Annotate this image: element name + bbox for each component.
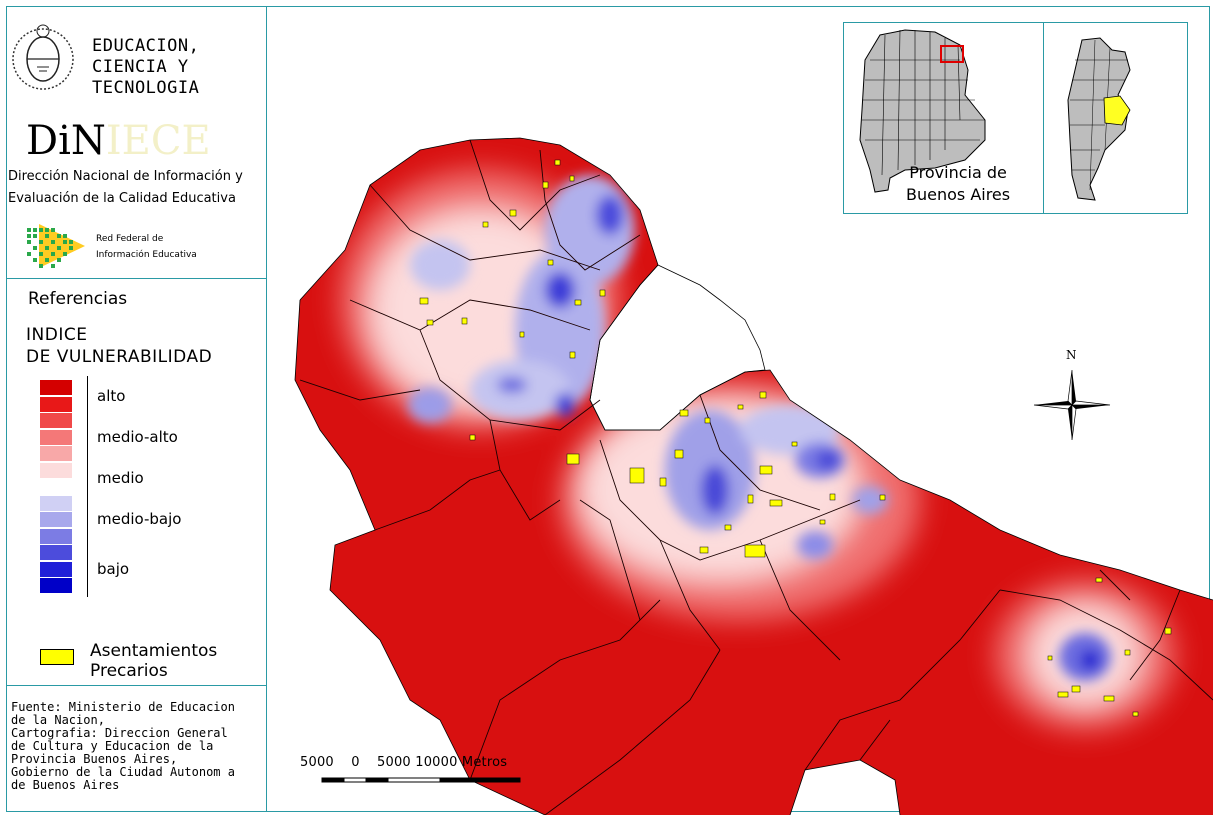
district-boundaries (299, 139, 1213, 815)
legend-swatch (40, 413, 72, 428)
agency-name: Dirección Nacional de Información y Eval… (8, 169, 243, 206)
scale-bar (321, 777, 521, 783)
source-line: de Cultura y Educacion de la (11, 739, 214, 753)
divider (6, 685, 267, 686)
legend-bracket (87, 541, 88, 597)
inset-divider (1043, 22, 1044, 214)
argentina-inset-map (1067, 37, 1131, 201)
source-line: de la Nacion, (11, 713, 105, 727)
legend-index-title: INDICE DE VULNERABILIDAD (26, 325, 213, 367)
compass-rose (1033, 369, 1111, 441)
legend-swatch (40, 561, 72, 577)
legend-bracket (87, 458, 88, 498)
legend-swatch (40, 528, 72, 544)
settlement-markers (419, 159, 1172, 717)
legend-label: bajo (97, 559, 130, 578)
legend-swatch (40, 578, 72, 593)
legend-swatch (40, 462, 72, 478)
legend-swatch (40, 479, 72, 494)
scale-label: 5000 0 5000 10000 Metros (300, 755, 508, 770)
source-line: de Buenos Aires (11, 778, 120, 792)
province-label: Provincia de Buenos Aires (906, 163, 1011, 204)
legend-bracket (87, 409, 88, 465)
legend-label: alto (97, 386, 126, 405)
legend-label: medio-bajo (97, 510, 182, 529)
legend-swatch (40, 396, 72, 412)
legend-swatch (40, 512, 72, 527)
north-label: N (1066, 348, 1077, 362)
source-line: Fuente: Ministerio de Educacion (11, 700, 235, 714)
sidebar-panel (6, 6, 267, 812)
legend-title: Referencias (28, 289, 128, 309)
divider (6, 278, 267, 279)
legend-swatch (40, 545, 72, 560)
settlement-legend-label: Asentamientos Precarios (90, 641, 218, 681)
legend-swatch (40, 446, 72, 461)
legend-label: medio-alto (97, 427, 178, 446)
legend-bracket (87, 376, 88, 415)
legend-bracket (87, 491, 88, 547)
red-federal-label: Red Federal de Información Educativa (96, 234, 197, 260)
province-inset-map (859, 29, 986, 193)
legend-swatch (40, 495, 72, 511)
diniece-logo: DiNIECE (26, 118, 211, 164)
legend-swatch (40, 429, 72, 445)
source-line: Provincia Buenos Aires, (11, 752, 178, 766)
ministry-title: EDUCACION, CIENCIA Y TECNOLOGIA (92, 36, 200, 98)
inset-panel (843, 22, 1188, 214)
source-line: Gobierno de la Ciudad Autonom a (11, 765, 235, 779)
source-line: Cartografia: Direccion General (11, 726, 228, 740)
legend-swatch (40, 380, 72, 395)
red-federal-logo (27, 224, 85, 268)
legend-label: medio (97, 469, 144, 487)
settlement-legend-swatch (40, 649, 74, 665)
coat-of-arms-logo (12, 24, 74, 90)
